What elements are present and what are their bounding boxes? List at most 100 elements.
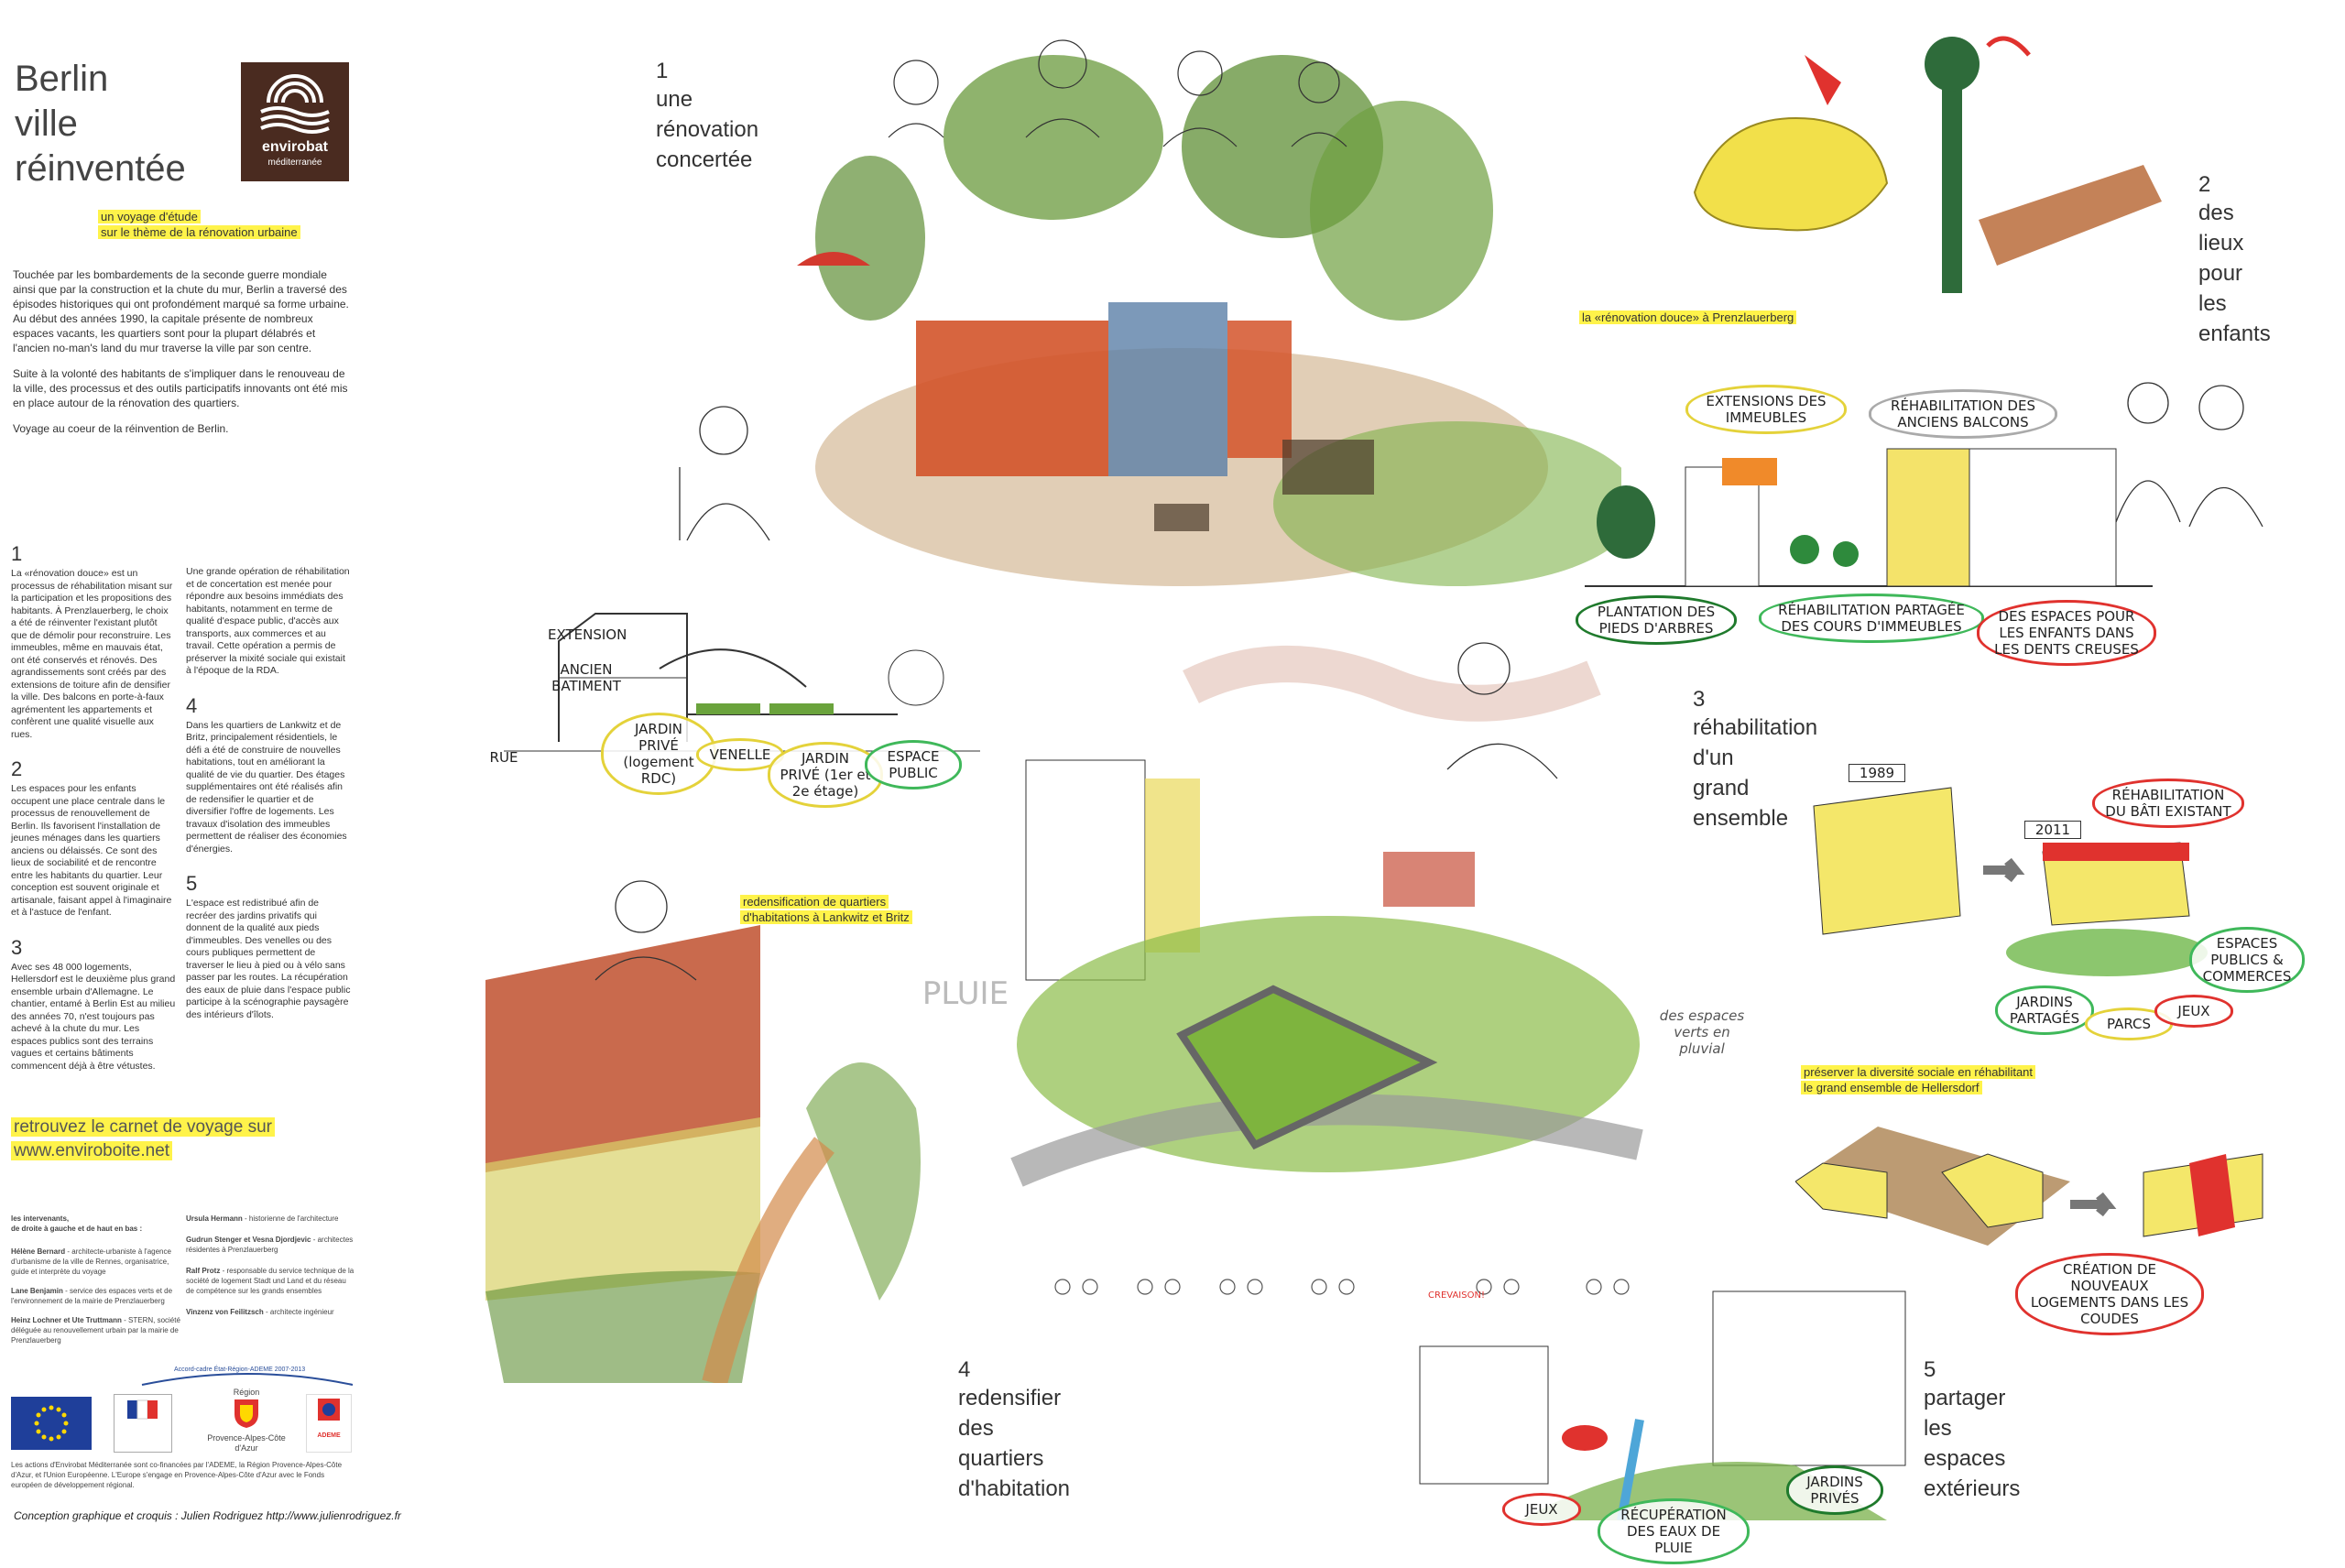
credit-name: Ursula Hermann — [186, 1214, 243, 1223]
section-title-line: extérieurs — [1924, 1476, 2021, 1501]
poster-title: Berlin ville réinventée — [15, 57, 186, 191]
logo-name: envirobat — [261, 139, 328, 155]
text-column-left: 1 La «rénovation douce» est un processus… — [11, 542, 176, 1073]
label-extensions: EXTENSIONS DES IMMEUBLES — [1685, 385, 1847, 434]
title-line: ville — [15, 103, 78, 144]
column-paragraph: Les espaces pour les enfants occupent un… — [11, 783, 172, 918]
label-jardins-partages: JARDINS PARTAGÉS — [1995, 985, 2094, 1035]
credit-name: Lane Benjamin — [11, 1287, 63, 1295]
label-jardin-etage: JARDIN PRIVÉ (1er et 2e étage) — [768, 742, 883, 808]
section-number: 5 — [186, 872, 198, 895]
section-3-title: 3 réhabilitation d'un grand ensemble — [1693, 687, 1817, 833]
children-spaces-diagram — [1585, 448, 2153, 587]
subtitle-line: sur le thème de la rénovation urbaine — [98, 225, 300, 239]
credit-role: - historienne de l'architecture — [242, 1214, 339, 1223]
conception-credit: Conception graphique et croquis : Julien… — [14, 1509, 401, 1522]
intro-paragraph: Touchée par les bombardements de la seco… — [13, 268, 349, 354]
label-1989: 1989 — [1849, 764, 1905, 782]
column-paragraph: Dans les quartiers de Lankwitz et de Bri… — [186, 719, 347, 855]
section-number: 3 — [1693, 687, 1706, 712]
section-title-line: des — [958, 1416, 994, 1441]
credit-role: - responsable du service technique de la… — [186, 1267, 354, 1295]
credit-entry: Vinzenz von Feilitzsch - architecte ingé… — [186, 1307, 355, 1317]
credit-name: Vinzenz von Feilitzsch — [186, 1308, 264, 1316]
section-number: 2 — [11, 757, 23, 780]
label-creation-logements: CRÉATION DE NOUVEAUX LOGEMENTS DANS LES … — [2015, 1253, 2204, 1335]
label-2011: 2011 — [2024, 821, 2081, 839]
hellersdorf-park-sketch — [1010, 759, 1643, 1187]
text-column-right: Une grande opération de réhabilitation e… — [186, 566, 351, 1021]
column-paragraph: Avec ses 48 000 logements, Hellersdorf e… — [11, 961, 176, 1072]
label-rue: RUE — [489, 749, 518, 766]
credit-entry: Hélène Bernard - architecte-urbaniste à … — [11, 1247, 180, 1277]
website-text: retrouvez le carnet de voyage sur — [11, 1117, 275, 1137]
title-line: Berlin — [15, 59, 109, 99]
section-number: 4 — [186, 693, 198, 717]
hellersdorf-sky-sketch — [1183, 642, 1601, 779]
credit-entry: Ralf Protz - responsable du service tech… — [186, 1266, 355, 1296]
label-espaces-publics: ESPACES PUBLICS & COMMERCES — [2189, 927, 2305, 993]
republique-logo — [114, 1394, 172, 1453]
section-title-line: d'un — [1693, 746, 1734, 770]
section-title-line: quartiers — [958, 1446, 1044, 1471]
poster-subtitle: un voyage d'étude sur le thème de la rén… — [98, 209, 300, 240]
section-title-line: d'habitation — [958, 1476, 1071, 1501]
rehabilitation-diagram — [1813, 787, 2208, 976]
section-title-line: espaces — [1924, 1446, 2006, 1471]
label-rehab-bati: RÉHABILITATION DU BÂTI EXISTANT — [2092, 779, 2244, 828]
credits-heading: de droite à gauche et de haut en bas : — [11, 1225, 143, 1233]
caption-text: redensification de quartiers — [740, 895, 889, 909]
label-cours: RÉHABILITATION PARTAGÉE DES COURS D'IMME… — [1759, 593, 1984, 643]
section-title-line: lieux — [2198, 231, 2244, 256]
credit-entry: Heinz Lochner et Ute Truttmann - STERN, … — [11, 1315, 180, 1345]
column-paragraph: La «rénovation douce» est un processus d… — [11, 568, 173, 740]
sun-waves-icon — [260, 74, 330, 134]
woman-portrait-sketch — [679, 406, 770, 541]
caption-text: préserver la diversité sociale en réhabi… — [1801, 1065, 2036, 1079]
label-jardins-prives: JARDINS PRIVÉS — [1786, 1465, 1883, 1515]
credit-role: - architecte-urbaniste à l'agence d'urba… — [11, 1247, 171, 1276]
section-2-title: 2 des lieux pour les enfants — [2198, 172, 2271, 349]
website-callout: retrouvez le carnet de voyage sur www.en… — [11, 1116, 275, 1163]
section-title-line: partager — [1924, 1386, 2006, 1410]
section-title-line: grand — [1693, 776, 1750, 800]
section-title-line: des — [2198, 201, 2234, 225]
section-title-line: pour — [2198, 261, 2243, 286]
section-4-caption: redensification de quartiers d'habitatio… — [740, 894, 912, 925]
section-title-line: ensemble — [1693, 806, 1789, 831]
credit-name: Gudrun Stenger et Vesna Djordjevic — [186, 1236, 311, 1244]
intro-paragraph: Suite à la volonté des habitants de s'im… — [13, 367, 348, 409]
section-5-title: 5 partager les espaces extérieurs — [1924, 1357, 2020, 1504]
label-pluie: PLUIE — [922, 975, 1009, 1012]
label-extension: EXTENSION — [548, 626, 627, 643]
credit-name: Hélène Bernard — [11, 1247, 66, 1256]
section-1-caption: la «rénovation douce» à Prenzlauerberg — [1579, 310, 1797, 325]
credits-left: les intervenants, de droite à gauche et … — [11, 1214, 180, 1345]
credit-entry: Gudrun Stenger et Vesna Djordjevic - arc… — [186, 1235, 355, 1255]
accord-arc-icon — [141, 1373, 354, 1386]
ademe-logo: ADEME — [306, 1394, 352, 1453]
eu-flag-logo — [11, 1397, 92, 1450]
section-3-caption: préserver la diversité sociale en réhabi… — [1801, 1064, 2036, 1095]
credit-name: Heinz Lochner et Ute Truttmann — [11, 1316, 122, 1324]
credit-role: - STERN, société déléguée au renouvellem… — [11, 1316, 180, 1345]
caption-text: le grand ensemble de Hellersdorf — [1801, 1081, 1982, 1094]
label-balcons: RÉHABILITATION DES ANCIENS BALCONS — [1869, 389, 2057, 439]
section-number: 2 — [2198, 172, 2211, 197]
ademe-icon — [318, 1399, 340, 1421]
credit-entry: Ursula Hermann - historienne de l'archit… — [186, 1214, 355, 1224]
website-link[interactable]: www.enviroboite.net — [11, 1141, 173, 1160]
section-number: 1 — [656, 59, 669, 83]
credit-role: - architecte ingénieur — [263, 1308, 334, 1316]
section-title-line: rénovation — [656, 117, 759, 142]
label-crevaison: CREVAISON! — [1428, 1290, 1485, 1301]
region-label: Région — [233, 1388, 260, 1397]
credits-right: Ursula Hermann - historienne de l'archit… — [186, 1214, 355, 1317]
funding-text: Les actions d'Envirobat Méditerranée son… — [11, 1461, 343, 1489]
region-shield-icon — [234, 1399, 258, 1428]
label-dents-creuses: DES ESPACES POUR LES ENFANTS DANS LES DE… — [1977, 600, 2156, 666]
section-title-line: une — [656, 87, 693, 112]
intro-paragraph: Voyage au coeur de la réinvention de Ber… — [13, 422, 229, 435]
redensification-diagram — [504, 613, 980, 752]
section-title-line: les — [2198, 291, 2227, 316]
